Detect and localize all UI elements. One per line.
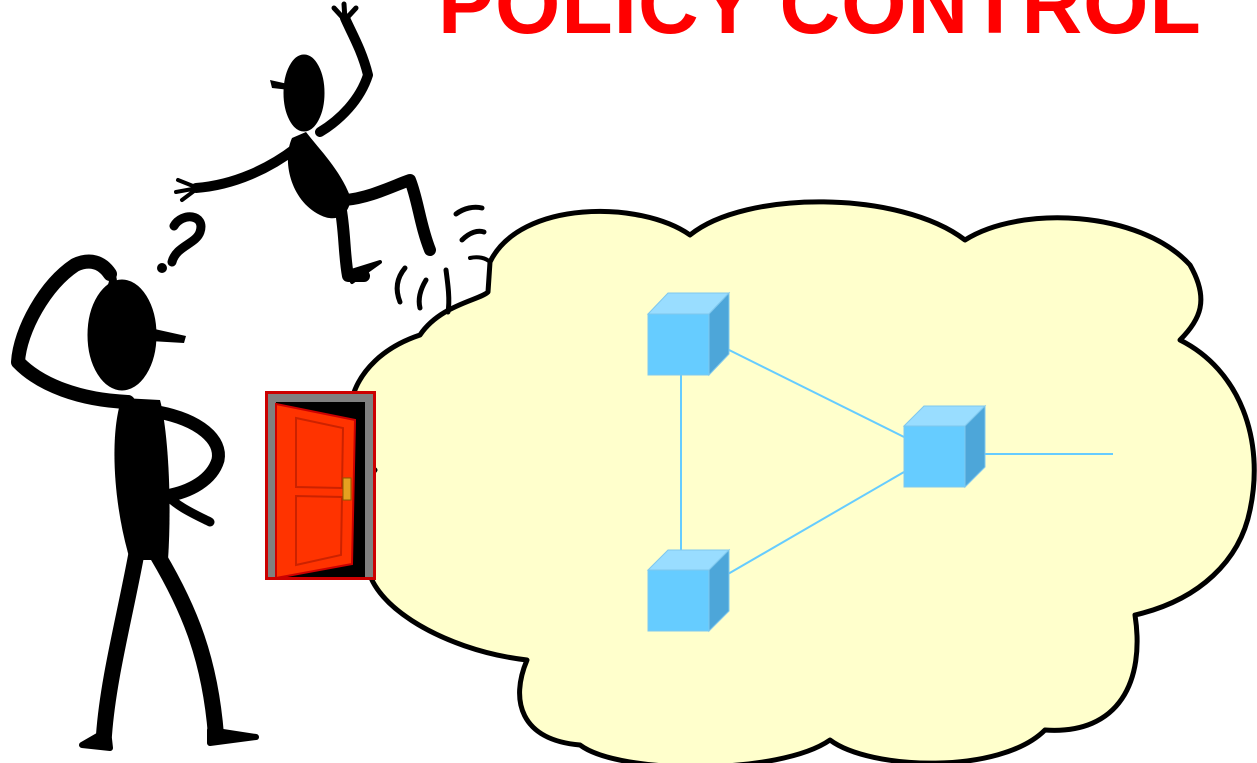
network-links xyxy=(680,339,1113,586)
link-bottom-right xyxy=(708,471,905,586)
network-node-icon xyxy=(646,291,731,377)
network-node-icon xyxy=(902,404,987,489)
thrown-man-icon xyxy=(174,1,492,315)
network-cloud xyxy=(347,199,1257,763)
confused-man-icon xyxy=(11,254,259,751)
door-icon xyxy=(265,391,376,580)
question-mark-icon xyxy=(157,212,206,273)
link-top-right xyxy=(708,339,905,438)
network-node-icon xyxy=(646,548,731,633)
page-title: POLICY CONTROL xyxy=(438,0,1202,51)
